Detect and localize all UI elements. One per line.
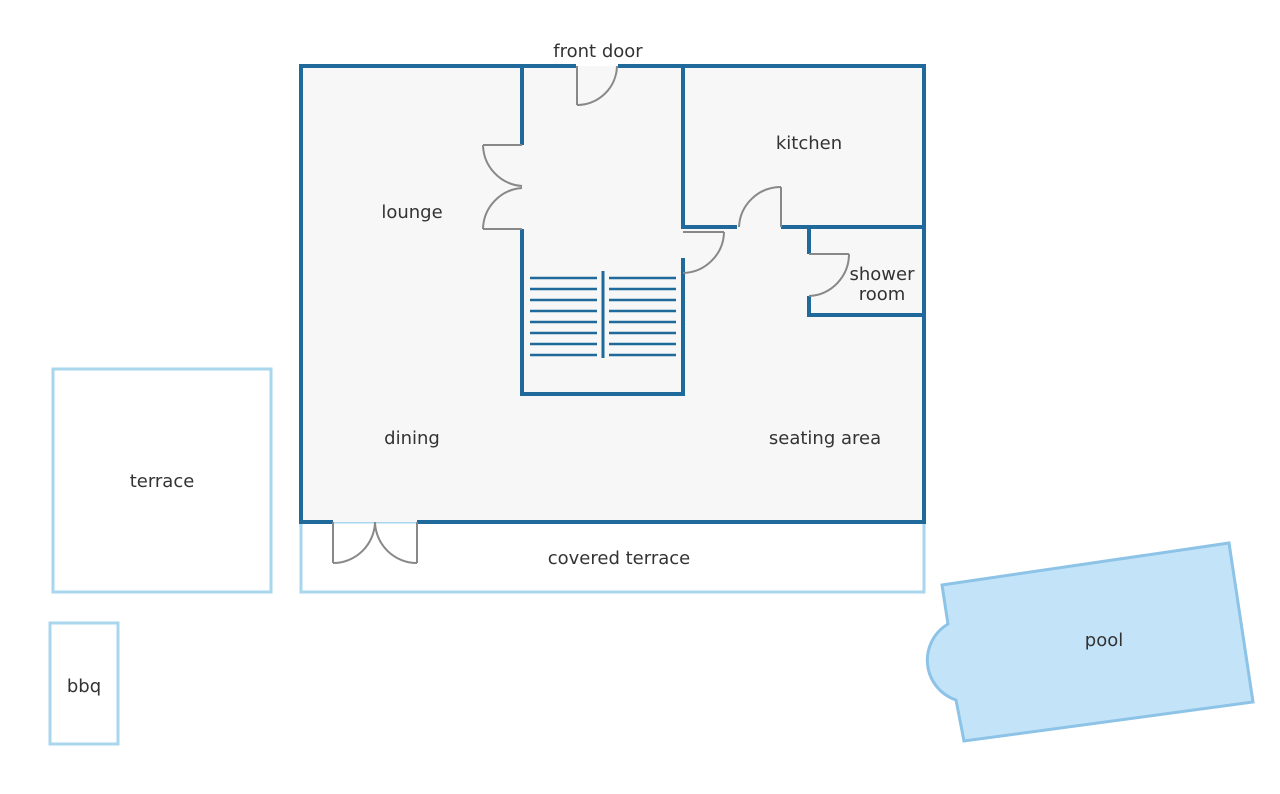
covered-terrace-label: covered terrace [548,548,690,569]
staircase [520,258,685,396]
kitchen-door [738,185,782,228]
hall-door [682,231,725,274]
exterior-wall [299,64,926,524]
bbq-label: bbq [67,676,101,697]
shower-room-label-line1: shower [850,264,916,285]
interior-walls [520,66,924,317]
terrace-label: terrace [130,471,195,492]
pool-label: pool [1085,630,1123,651]
pool-shape [925,541,1255,743]
seating-area-label: seating area [769,428,881,449]
stair-treads-right [609,276,676,357]
stair-treads-left [530,276,597,357]
shower-room-label-line2: room [859,284,906,305]
shower-room-door [808,253,851,297]
stairwell-wall [520,258,685,396]
terrace-area [51,367,273,594]
lounge-label: lounge [381,202,442,223]
kitchen-label: kitchen [776,133,842,154]
shower-room-wall-lower [807,296,924,317]
terrace-double-door [332,521,418,564]
dining-label: dining [384,428,440,449]
kitchen-west-wall [681,66,737,229]
front-door [576,65,618,106]
lounge-double-door [482,144,523,230]
front-door-label: front door [553,41,643,62]
bbq-area [48,621,120,746]
